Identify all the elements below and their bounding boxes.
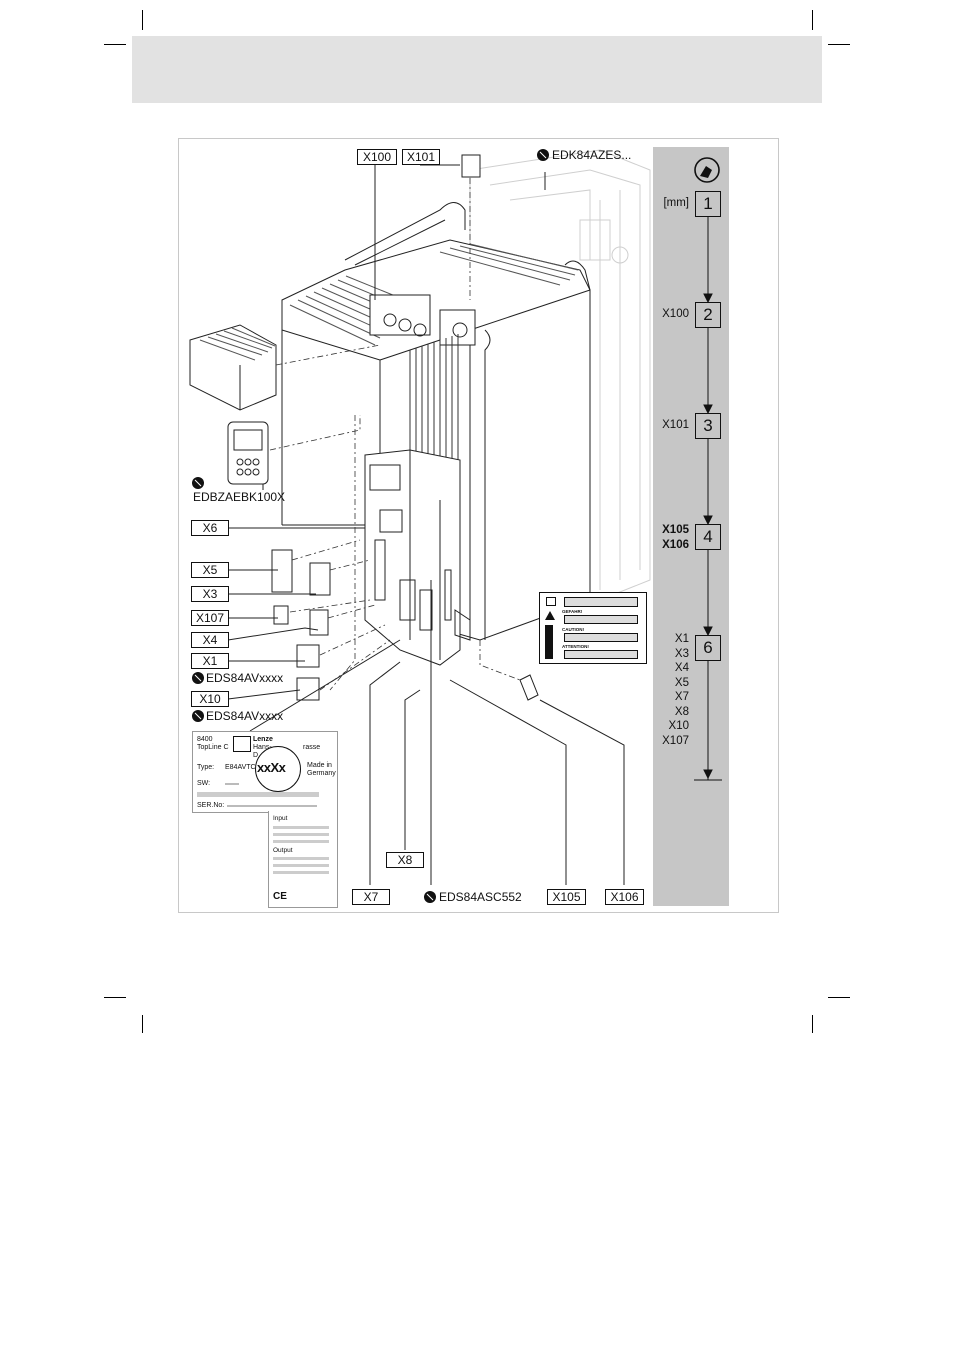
nameplate-line: TopLine C — [197, 744, 229, 751]
nameplate-lower: Input Output CE — [268, 811, 338, 908]
step-6-label-x1: X1 — [640, 632, 689, 647]
step-3: 3 — [695, 413, 721, 439]
warning-danger: GEFAHR! — [562, 609, 582, 614]
nameplate-ser-label: SER.No: — [197, 802, 224, 809]
step-1-label: [mm] — [640, 196, 689, 211]
step-3-label: X101 — [640, 418, 689, 433]
nameplate-bar — [197, 792, 319, 797]
step-4-label-x105: X105 — [640, 523, 689, 538]
callout-x105: X105 — [547, 889, 586, 905]
nameplate-sw-label: SW: — [197, 780, 210, 787]
callout-x10: X10 — [191, 691, 229, 707]
step-6-label-x3: X3 — [640, 647, 689, 662]
nameplate-ce-mark: CE — [273, 891, 287, 902]
nameplate-made-in-2: Germany — [307, 770, 336, 777]
magnified-text: xxXx — [257, 760, 285, 775]
step-6-label-x107: X107 — [640, 734, 689, 749]
nameplate-input-bar — [273, 833, 329, 836]
callout-x1: X1 — [191, 653, 229, 669]
nameplate-ser-bar — [227, 805, 317, 807]
step-6-label-x8: X8 — [640, 705, 689, 720]
warning-label: GEFAHR! CAUTION! ATTENTION! — [539, 592, 647, 664]
info-icon — [546, 597, 556, 606]
nameplate-addr2: rasse — [303, 744, 320, 751]
nameplate-output-bar — [273, 864, 329, 867]
nameplate-logo-box — [233, 736, 251, 752]
step-1: 1 — [695, 191, 721, 217]
label-eds84avxxxx-1: EDS84AVxxxx — [206, 671, 283, 685]
nameplate-input-bar — [273, 826, 329, 829]
nameplate-brand: Lenze — [253, 736, 273, 743]
step-6-label-x10: X10 — [640, 719, 689, 734]
label-edbzaebk100x: EDBZAEBK100X — [193, 490, 285, 504]
label-eds84avxxxx-2: EDS84AVxxxx — [206, 709, 283, 723]
warning-bar — [564, 615, 638, 624]
callout-x106: X106 — [605, 889, 644, 905]
nameplate-output: Output — [273, 847, 293, 854]
warning-bar — [564, 650, 638, 659]
nameplate-upper: 8400 TopLine C Lenze Hans- rasse D Type:… — [192, 731, 338, 813]
step-6-label-x5: X5 — [640, 676, 689, 691]
step-4: 4 — [695, 524, 721, 550]
label-edk84azes: EDK84AZES... — [552, 148, 631, 162]
nameplate-output-bar — [273, 871, 329, 874]
nameplate-model: 8400 — [197, 736, 213, 743]
callout-x4: X4 — [191, 632, 229, 648]
step-6: 6 — [695, 635, 721, 661]
step-4-label-x106: X106 — [640, 538, 689, 553]
warning-bar — [564, 597, 638, 607]
step-2: 2 — [695, 302, 721, 328]
warning-triangle-icon — [545, 611, 555, 620]
nameplate-input: Input — [273, 815, 287, 822]
callout-x8: X8 — [386, 852, 424, 868]
warning-caution: CAUTION! — [562, 627, 584, 632]
label-eds84asc552: EDS84ASC552 — [439, 890, 522, 904]
nameplate-made-in-1: Made in — [307, 762, 332, 769]
callout-x101: X101 — [402, 149, 440, 165]
callout-x6: X6 — [191, 520, 229, 536]
warning-attention: ATTENTION! — [562, 644, 589, 649]
warning-bar — [564, 633, 638, 642]
callout-x7: X7 — [352, 889, 390, 905]
nameplate-type-label: Type: — [197, 764, 214, 771]
nameplate-sw-bar — [225, 783, 239, 785]
callout-x3: X3 — [191, 586, 229, 602]
callout-x100: X100 — [357, 149, 397, 165]
nameplate-input-bar — [273, 840, 329, 843]
callout-x5: X5 — [191, 562, 229, 578]
nameplate-output-bar — [273, 857, 329, 860]
step-6-label-x4: X4 — [640, 661, 689, 676]
step-6-label-x7: X7 — [640, 690, 689, 705]
nameplate-type-value: E84AVTC — [225, 764, 256, 771]
callout-x107: X107 — [191, 610, 229, 626]
step-2-label: X100 — [640, 307, 689, 322]
warning-black-stripe — [545, 625, 553, 659]
